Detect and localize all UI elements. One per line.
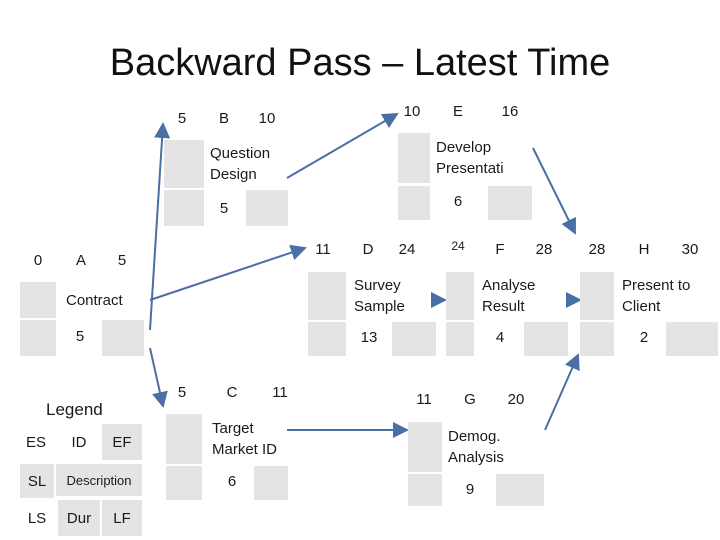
- legend-sl: SL: [20, 464, 54, 498]
- arrow-a-to-b: [149, 122, 171, 331]
- activity-b-es: 5: [177, 109, 187, 127]
- activity-a-duration: 5: [75, 327, 85, 345]
- arrow-e-to-h: [532, 147, 576, 235]
- activity-h-sl: [580, 272, 614, 320]
- activity-e-es: 10: [403, 102, 421, 120]
- activity-f-id: F: [495, 240, 505, 258]
- activity-g-id: G: [464, 390, 476, 408]
- activity-g-es: 11: [416, 390, 432, 408]
- legend-id: ID: [71, 433, 87, 451]
- activity-f-ef: 28: [535, 240, 553, 258]
- activity-a-lf: [102, 320, 144, 356]
- activity-d-description: Survey Sample: [354, 277, 405, 315]
- activity-d-ls: [308, 322, 346, 356]
- activity-e-ef: 16: [501, 102, 519, 120]
- activity-c-description: Target Market ID: [212, 420, 278, 458]
- activity-f-duration: 4: [495, 328, 505, 346]
- activity-g-sl: [408, 422, 442, 472]
- activity-h-ls: [580, 322, 614, 356]
- legend-ls: LS: [27, 509, 47, 527]
- arrow-a-to-c: [149, 347, 168, 408]
- activity-b-id: B: [218, 109, 229, 127]
- activity-a-sl: [20, 282, 56, 318]
- legend-title: Legend: [46, 400, 103, 419]
- activity-c-lf: [254, 466, 288, 500]
- activity-g-lf: [496, 474, 544, 506]
- page-title: Backward Pass – Latest Time: [109, 42, 611, 84]
- legend-ef: EF: [102, 424, 142, 460]
- activity-d-sl: [308, 272, 346, 320]
- activity-c-id: C: [226, 383, 238, 401]
- activity-d-ef: 24: [398, 240, 416, 258]
- activity-d-es: 11: [315, 240, 331, 258]
- activity-h-id: H: [638, 240, 650, 258]
- activity-b-ls: [164, 190, 204, 226]
- activity-f-es: 24: [451, 239, 465, 253]
- activity-a-id: A: [75, 251, 86, 269]
- activity-h-es: 28: [588, 240, 606, 258]
- activity-d-id: D: [362, 240, 374, 258]
- legend-duration: Dur: [58, 500, 100, 536]
- activity-h-description: Present to Client: [622, 277, 691, 315]
- arrow-g-to-h: [544, 353, 580, 431]
- activity-f-description: Analyse Result: [482, 277, 536, 315]
- activity-a-ls: [20, 320, 56, 356]
- activity-a-es: 0: [33, 251, 43, 269]
- activity-f-sl: [446, 272, 474, 320]
- activity-e-description: Develop Presentati: [436, 139, 504, 177]
- activity-d-lf: [392, 322, 436, 356]
- activity-e-id: E: [452, 102, 463, 120]
- activity-h-ef: 30: [681, 240, 699, 258]
- activity-c-duration: 6: [227, 472, 237, 490]
- arrow-a-to-d: [149, 244, 307, 301]
- activity-b-lf: [246, 190, 288, 226]
- activity-e-sl: [398, 133, 430, 183]
- activity-g-ls: [408, 474, 442, 506]
- activity-b-sl: [164, 140, 204, 188]
- activity-g-ef: 20: [507, 390, 525, 408]
- legend-lf: LF: [102, 500, 142, 536]
- activity-g-description: Demog. Analysis: [448, 428, 504, 466]
- activity-c-ef: 11: [272, 383, 288, 401]
- activity-b-ef: 10: [258, 109, 276, 127]
- activity-e-ls: [398, 186, 430, 220]
- activity-e-lf: [488, 186, 532, 220]
- activity-e-duration: 6: [453, 192, 463, 210]
- activity-f-lf: [524, 322, 568, 356]
- activity-g-duration: 9: [465, 480, 475, 498]
- activity-b-description: Question Design: [210, 145, 271, 183]
- legend-es: ES: [25, 433, 46, 451]
- activity-d-duration: 13: [360, 328, 378, 346]
- activity-f-ls: [446, 322, 474, 356]
- activity-b-duration: 5: [219, 199, 229, 217]
- arrow-b-to-e: [286, 112, 399, 179]
- activity-a-description: Contract: [66, 291, 123, 309]
- activity-a-ef: 5: [117, 251, 127, 269]
- activity-c-es: 5: [177, 383, 187, 401]
- activity-c-sl: [166, 414, 202, 464]
- activity-h-duration: 2: [639, 328, 649, 346]
- legend-description: Description: [56, 464, 142, 496]
- activity-c-ls: [166, 466, 202, 500]
- activity-h-lf: [666, 322, 718, 356]
